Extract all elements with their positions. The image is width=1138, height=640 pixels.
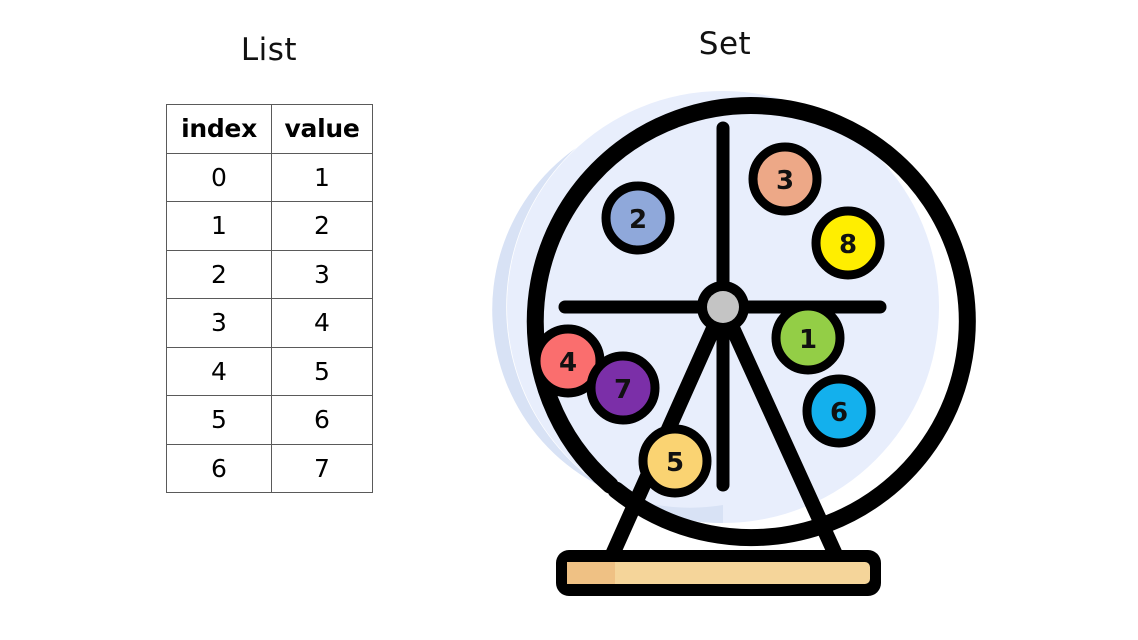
table-row: 0 1 — [166, 152, 373, 202]
cabin-8[interactable]: 8 — [811, 206, 885, 280]
list-panel: List index value 0 1 1 2 2 3 — [0, 0, 500, 640]
cabin-7-circle — [586, 351, 660, 425]
set-title: Set — [698, 26, 752, 62]
table-row: 5 6 — [166, 395, 373, 445]
cabin-3-circle — [748, 142, 822, 216]
cabin-3[interactable]: 3 — [748, 142, 822, 216]
cell-index: 5 — [166, 395, 272, 445]
wheel-base-fill — [567, 562, 870, 584]
set-panel: Set 2 — [490, 0, 1138, 640]
cell-index: 0 — [166, 152, 272, 202]
table-row: 3 4 — [166, 298, 373, 348]
wheel-rim — [526, 97, 976, 547]
column-header-value: value — [271, 104, 373, 154]
list-title: List — [240, 32, 298, 68]
cabin-5[interactable]: 5 — [638, 424, 712, 498]
cell-value: 2 — [271, 201, 373, 251]
wheel-hub-inner — [707, 291, 739, 323]
column-header-index: index — [166, 104, 272, 154]
cell-value: 7 — [271, 443, 373, 493]
table-row: 1 2 — [166, 201, 373, 251]
cabin-2[interactable]: 2 — [601, 181, 675, 255]
cabin-6[interactable]: 6 — [802, 374, 876, 448]
cabin-5-circle — [638, 424, 712, 498]
cabin-1-circle — [771, 301, 845, 375]
wheel-base-fill-accent — [567, 562, 615, 584]
list-table: index value 0 1 1 2 2 3 3 4 4 5 — [166, 104, 373, 493]
cabin-1[interactable]: 1 — [771, 301, 845, 375]
cabin-7[interactable]: 7 — [586, 351, 660, 425]
cell-value: 5 — [271, 346, 373, 396]
cell-value: 1 — [271, 152, 373, 202]
cell-index: 2 — [166, 249, 272, 299]
cell-index: 6 — [166, 443, 272, 493]
table-row: 2 3 — [166, 249, 373, 299]
cell-index: 1 — [166, 201, 272, 251]
cell-index: 3 — [166, 298, 272, 348]
cabin-8-circle — [811, 206, 885, 280]
table-header-row: index value — [166, 104, 373, 154]
cell-value: 3 — [271, 249, 373, 299]
cell-value: 4 — [271, 298, 373, 348]
cell-index: 4 — [166, 346, 272, 396]
cabin-2-circle — [601, 181, 675, 255]
table-row: 6 7 — [166, 443, 373, 493]
cabin-6-circle — [802, 374, 876, 448]
cell-value: 6 — [271, 395, 373, 445]
table-row: 4 5 — [166, 346, 373, 396]
ferris-wheel-illustration: 2 3 8 1 6 4 7 5 — [492, 91, 976, 596]
